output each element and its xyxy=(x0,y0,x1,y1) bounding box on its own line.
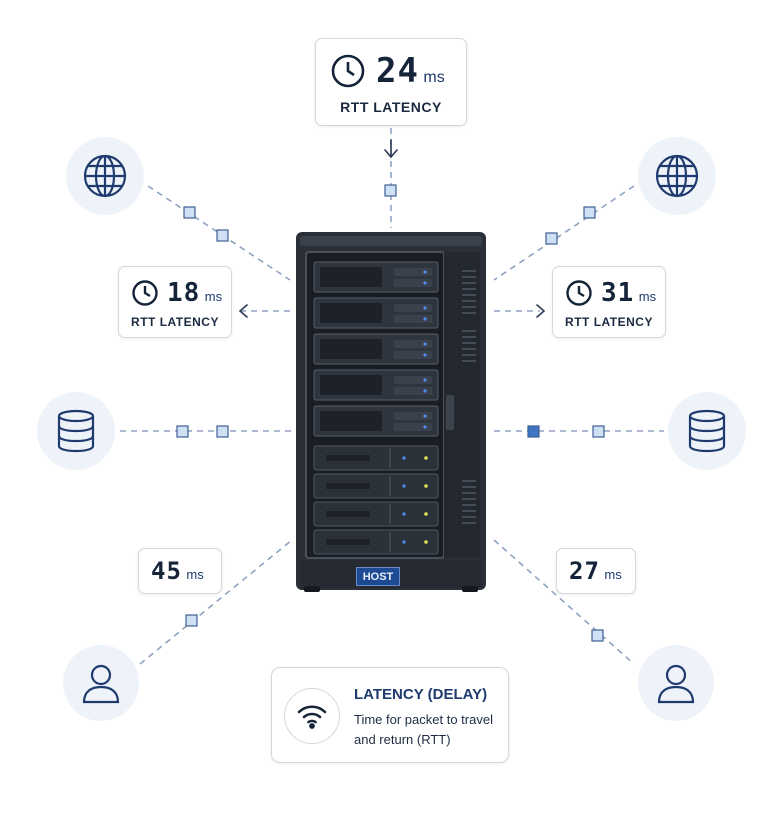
globe-icon xyxy=(83,154,127,198)
node-database-left xyxy=(37,392,115,470)
node-user-right xyxy=(638,645,714,721)
node-database-right xyxy=(668,392,746,470)
clock-icon xyxy=(331,54,365,88)
latency-unit: ms xyxy=(186,567,204,582)
node-user-left xyxy=(63,645,139,721)
clock-icon xyxy=(132,280,158,306)
latency-card-top: 24 ms RTT LATENCY xyxy=(315,38,467,126)
latency-label: RTT LATENCY xyxy=(565,315,653,329)
wifi-icon xyxy=(297,705,327,729)
packet xyxy=(216,229,229,242)
packet xyxy=(592,425,605,438)
packet xyxy=(384,184,397,197)
server-rack xyxy=(296,232,486,592)
latency-unit: ms xyxy=(638,289,657,304)
latency-label: RTT LATENCY xyxy=(131,315,219,329)
packet xyxy=(583,206,596,219)
latency-value: 24 xyxy=(376,51,419,91)
globe-icon xyxy=(655,154,699,198)
node-globe-top-left xyxy=(66,137,144,215)
node-globe-top-right xyxy=(638,137,716,215)
packet xyxy=(545,232,558,245)
packet-active xyxy=(527,425,540,438)
latency-card-right: 31 ms RTT LATENCY xyxy=(552,266,666,338)
latency-card-bottom-left: 45 ms xyxy=(138,548,222,594)
user-icon xyxy=(82,664,120,704)
latency-unit: ms xyxy=(204,289,223,304)
legend-line-2: and return (RTT) xyxy=(354,732,451,747)
arrow-right xyxy=(536,304,546,318)
database-icon xyxy=(688,409,726,453)
latency-unit: ms xyxy=(423,69,445,86)
packet xyxy=(176,425,189,438)
user-icon xyxy=(657,664,695,704)
latency-value: 27 xyxy=(569,557,600,585)
wifi-badge xyxy=(284,688,340,744)
latency-card-bottom-right: 27 ms xyxy=(556,548,636,594)
packet xyxy=(591,629,604,642)
legend-line-1: Time for packet to travel xyxy=(354,712,493,727)
legend-title: LATENCY (DELAY) xyxy=(354,686,488,703)
packet xyxy=(183,206,196,219)
clock-icon xyxy=(566,280,592,306)
latency-label: RTT LATENCY xyxy=(340,99,442,115)
latency-value: 18 xyxy=(167,278,201,308)
host-label: HOST xyxy=(356,567,400,586)
latency-card-left: 18 ms RTT LATENCY xyxy=(118,266,232,338)
latency-value: 45 xyxy=(151,557,182,585)
latency-value: 31 xyxy=(601,278,635,308)
link-bottom-right xyxy=(493,539,635,665)
latency-unit: ms xyxy=(604,567,622,582)
database-icon xyxy=(57,409,95,453)
arrow-left xyxy=(238,304,248,318)
legend-card: LATENCY (DELAY) Time for packet to trave… xyxy=(271,667,509,763)
packet xyxy=(185,614,198,627)
packet xyxy=(216,425,229,438)
